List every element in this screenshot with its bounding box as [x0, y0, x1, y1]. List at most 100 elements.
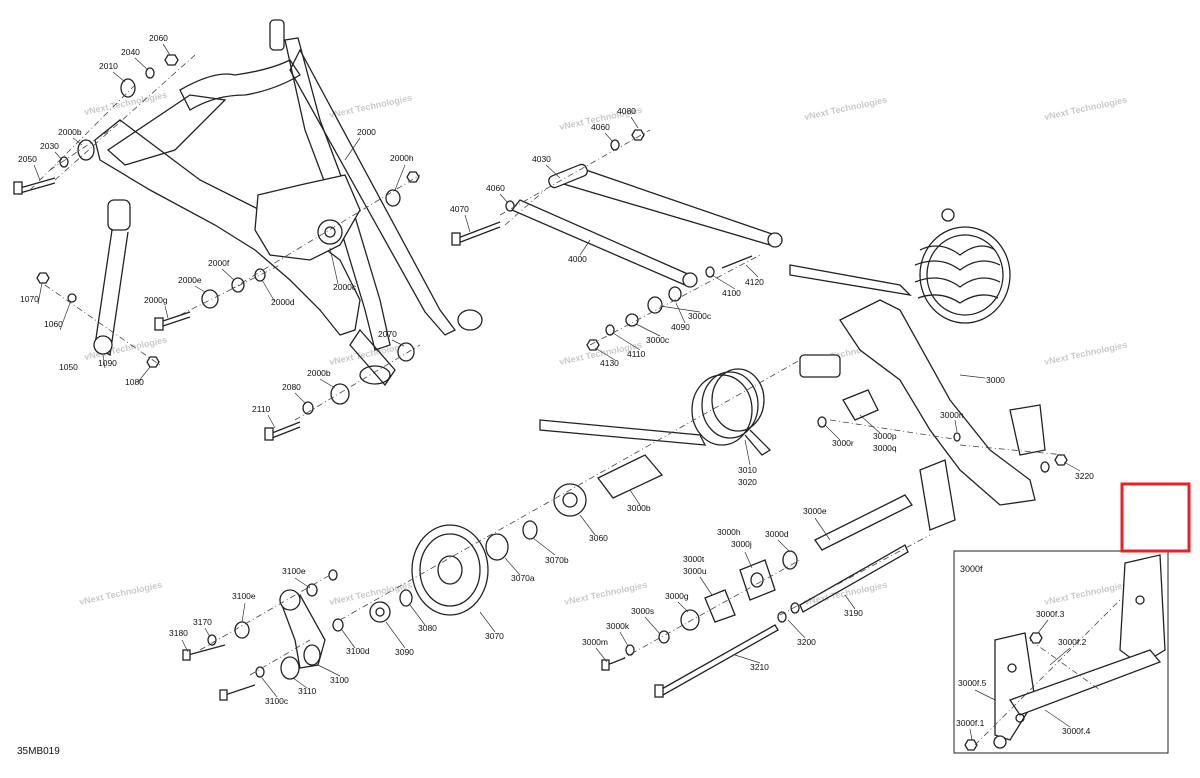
label-4130: 4130 — [600, 358, 619, 368]
label-3070: 3070 — [485, 631, 504, 641]
label-3220: 3220 — [1075, 471, 1094, 481]
label-4090: 4090 — [671, 322, 690, 332]
block-3000h-hole — [750, 572, 764, 588]
bushing-4090 — [668, 286, 682, 302]
bearing-3070a — [485, 533, 509, 561]
inset-crossbar — [1008, 649, 1162, 716]
label-4070: 4070 — [450, 204, 469, 214]
bushing-2000e — [201, 289, 219, 309]
label-2060: 2060 — [149, 33, 168, 43]
inset-hole — [1135, 595, 1145, 605]
washer-4110 — [605, 324, 615, 336]
label-2030: 2030 — [40, 141, 59, 151]
label-3000h: 3000h — [717, 527, 741, 537]
arm-1050-eye — [93, 335, 113, 355]
bolt-3180 — [187, 644, 226, 656]
bushing-3000g — [680, 609, 700, 631]
washer-3100c — [255, 666, 265, 678]
spring-3010-leg — [744, 429, 772, 456]
label-1060: 1060 — [44, 319, 63, 329]
label-3000f4: 3000f.4 — [1062, 726, 1091, 736]
label-2010: 2010 — [99, 61, 118, 71]
nut-3220 — [1054, 454, 1068, 466]
label-4120: 4120 — [745, 277, 764, 287]
nut-2000h — [406, 171, 420, 183]
inset-plate-right — [1119, 554, 1166, 666]
frame-top-bushing — [941, 208, 955, 222]
label-2000e: 2000e — [178, 275, 202, 285]
diagram-code: 35MB019 — [17, 746, 60, 757]
watermark: vNext Technologies — [563, 580, 648, 607]
block-3000h — [739, 559, 776, 601]
oring-3000s — [658, 630, 670, 644]
label-3020: 3020 — [738, 477, 757, 487]
label-3000j: 3000j — [731, 539, 752, 549]
label-3000f3: 3000f.3 — [1036, 609, 1065, 619]
label-3000f1: 3000f.1 — [956, 718, 985, 728]
bushing-2000b — [77, 139, 95, 161]
label-3000u: 3000u — [683, 566, 707, 576]
nut-4080 — [631, 129, 645, 141]
front-arm-end-eye — [457, 309, 483, 331]
linkage-assembly — [451, 129, 783, 351]
label-3200: 3200 — [797, 637, 816, 647]
label-3110: 3110 — [298, 686, 317, 696]
label-2040: 2040 — [121, 47, 140, 57]
label-1080: 1080 — [125, 377, 144, 387]
rod-3210-head — [654, 684, 664, 698]
label-3000g: 3000g — [665, 591, 689, 601]
bolt-1070 — [36, 272, 50, 284]
washer-3000k — [625, 644, 635, 656]
bolt-3180-head — [182, 649, 191, 661]
bolt-4070-head — [451, 232, 461, 246]
part-labels: 2060 2040 2010 2030 2000b 2050 2000 2000… — [18, 33, 1094, 736]
wheel-3070-rim — [419, 533, 481, 607]
circlip-3110 — [280, 656, 300, 680]
label-3000: 3000 — [986, 375, 1005, 385]
plate-3000t — [704, 589, 736, 623]
washer-1060 — [67, 293, 77, 303]
label-3000r: 3000r — [832, 438, 854, 448]
rod-3210 — [659, 624, 779, 696]
washer-3060 — [553, 483, 587, 517]
inset-3000f: 3000f — [953, 550, 1169, 754]
spring-3010-coil-2 — [701, 371, 759, 439]
label-3000s: 3000s — [631, 606, 654, 616]
spring-drum-outer — [919, 226, 1011, 324]
label-3210: 3210 — [750, 662, 769, 672]
label-3000f5: 3000f.5 — [958, 678, 987, 688]
inset-fitting-3000f3 — [1029, 632, 1043, 644]
label-4080: 4080 — [617, 106, 636, 116]
label-3000n: 3000n — [940, 410, 964, 420]
label-3000b: 3000b — [627, 503, 651, 513]
frame-3000-main — [839, 299, 1036, 506]
front-arm-center-bracket — [254, 174, 361, 261]
label-3080: 3080 — [418, 623, 437, 633]
label-3190: 3190 — [844, 608, 863, 618]
inset-bolt-3000f1 — [964, 739, 978, 751]
bolt-3000m-head — [601, 659, 610, 671]
label-2000f: 2000f — [208, 258, 230, 268]
label-2110: 2110 — [252, 404, 271, 414]
label-2070: 2070 — [378, 329, 397, 339]
front-arm-lower-member — [94, 119, 361, 336]
bushing-3100e-top — [306, 583, 318, 597]
label-2050: 2050 — [18, 154, 37, 164]
watermark: vNext Technologies — [803, 580, 888, 607]
label-3100e-2: 3100e — [232, 591, 256, 601]
nut-2060 — [164, 54, 179, 66]
wheel-3070 — [411, 524, 489, 616]
label-3100d: 3100d — [346, 646, 370, 656]
label-3060: 3060 — [589, 533, 608, 543]
front-arm-pivot — [317, 219, 343, 245]
label-3000c: 3000c — [688, 311, 712, 321]
bushing-3100d — [332, 618, 344, 632]
label-3000q: 3000q — [873, 443, 897, 453]
washer-4060 — [505, 200, 515, 212]
label-3000t: 3000t — [683, 554, 705, 564]
washer-3060-hole — [562, 492, 578, 508]
inset-title: 3000f — [960, 564, 983, 574]
nut-4130 — [586, 339, 600, 351]
bushing-2070 — [397, 342, 415, 362]
spring-drum-inner — [926, 234, 1004, 316]
